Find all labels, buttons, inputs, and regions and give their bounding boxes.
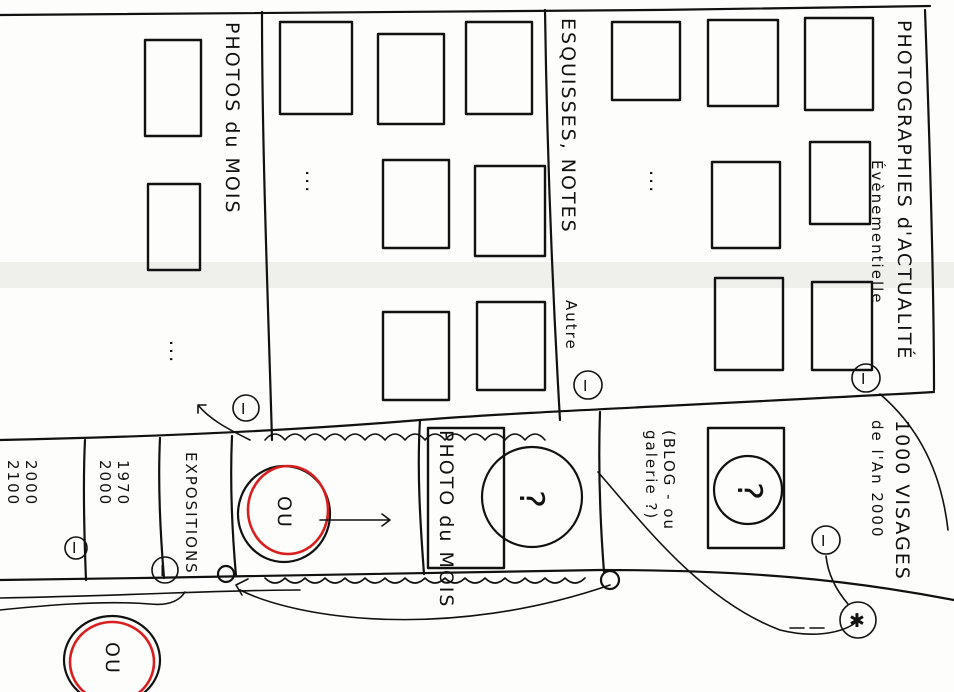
band-bottom-line (0, 570, 954, 600)
label-2100: 2100 (4, 460, 22, 506)
label-esquisses: ESQUISSES, NOTES (557, 18, 579, 234)
arrow-curve-right (598, 472, 858, 634)
info-i-esq: I (583, 377, 589, 395)
thumb-mois-1[interactable] (145, 40, 201, 136)
label-an2000: de l'An 2000 (868, 420, 886, 539)
label-photos-mois: PHOTOS du MOIS (221, 22, 243, 215)
info-i-actu: I (861, 370, 867, 388)
info-i-visages: I (821, 532, 827, 550)
label-1970: 1970 (114, 460, 132, 506)
label-2000: 2000 (96, 460, 114, 506)
sep-e (599, 412, 604, 572)
thumb-actu-1[interactable] (612, 22, 680, 100)
label-autre: Autre (562, 300, 580, 351)
thumb-actu-2[interactable] (708, 20, 778, 106)
right-border (925, 10, 934, 390)
question-mark-1: ? (511, 490, 551, 510)
thumb-esq-3[interactable] (466, 22, 532, 114)
band-top-line (0, 392, 934, 440)
thumb-actu-3[interactable] (805, 18, 873, 110)
divider-photos-mois (262, 12, 272, 440)
info-i-expo: I (160, 562, 166, 580)
info-i-mois: I (241, 400, 247, 418)
thumb-esq-4[interactable] (383, 160, 449, 248)
label-2000b: 2000 (22, 460, 40, 506)
junction-left (218, 566, 234, 582)
ellipsis-mois: ... (165, 340, 187, 364)
label-photos-actualite: PHOTOGRAPHIES d'ACTUALITÉ (893, 20, 916, 360)
thumb-esq-6[interactable] (383, 312, 449, 400)
question-mark-2: ? (729, 482, 769, 502)
ellipsis-actu: ... (645, 170, 667, 194)
label-photo-du-mois: PHOTO du MOIS (435, 430, 457, 608)
info-i-years: I (72, 539, 78, 557)
asterisk-symbol: ✱ (849, 610, 867, 632)
thumb-esq-7[interactable] (477, 302, 545, 390)
thumb-actu-5[interactable] (810, 142, 870, 224)
wavy-bottom (265, 578, 585, 583)
sep-c (231, 436, 236, 576)
ellipsis-esq: ... (301, 170, 323, 194)
arrow-right-edge (880, 394, 948, 530)
label-evenementielle: Évènementielle (868, 160, 887, 305)
label-blog: (BLOG - ou (660, 430, 678, 531)
sep-a (84, 440, 86, 580)
top-border (0, 6, 930, 15)
arrow-bottom-left (0, 592, 185, 610)
label-visages: 1000 VISAGES (891, 420, 913, 581)
thumb-mois-2[interactable] (148, 184, 200, 270)
label-galerie: galerie ?) (642, 430, 660, 520)
thumb-actu-4[interactable] (712, 162, 780, 248)
thumb-esq-1[interactable] (280, 22, 352, 114)
thumb-esq-5[interactable] (475, 166, 545, 256)
thumb-actu-6[interactable] (715, 278, 783, 370)
thumb-esq-2[interactable] (378, 34, 444, 124)
thumb-actu-7[interactable] (812, 282, 872, 370)
ou-label-1: OU (273, 496, 295, 529)
ou-label-2: OU (101, 642, 123, 675)
sep-d (419, 420, 424, 574)
label-expositions: EXPOSITIONS (182, 452, 200, 575)
